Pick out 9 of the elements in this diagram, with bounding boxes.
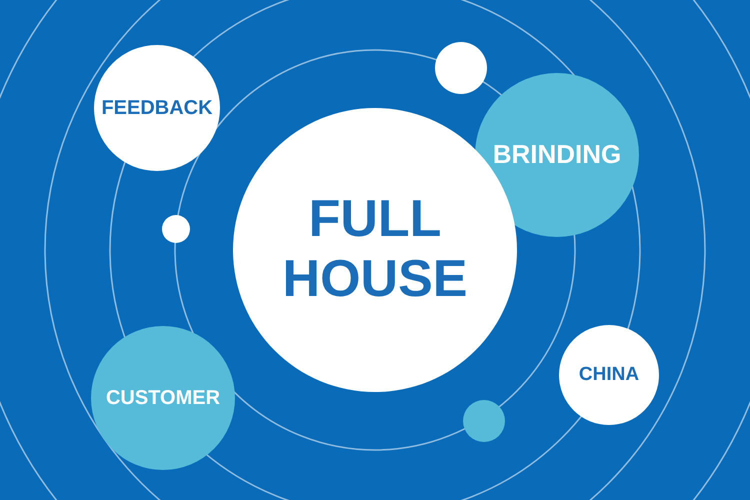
topic-label: CUSTOMER <box>106 386 220 410</box>
topic-label: FULL HOUSE <box>282 190 468 310</box>
topic-label: BRINDING <box>492 140 622 170</box>
topic-circle <box>559 325 659 425</box>
topic-label: FEEDBACK <box>101 96 213 120</box>
topic-label: CHINA <box>578 364 640 386</box>
orbit-dot <box>162 215 190 243</box>
orbit-dot <box>435 42 487 94</box>
orbit-dot <box>463 400 505 442</box>
